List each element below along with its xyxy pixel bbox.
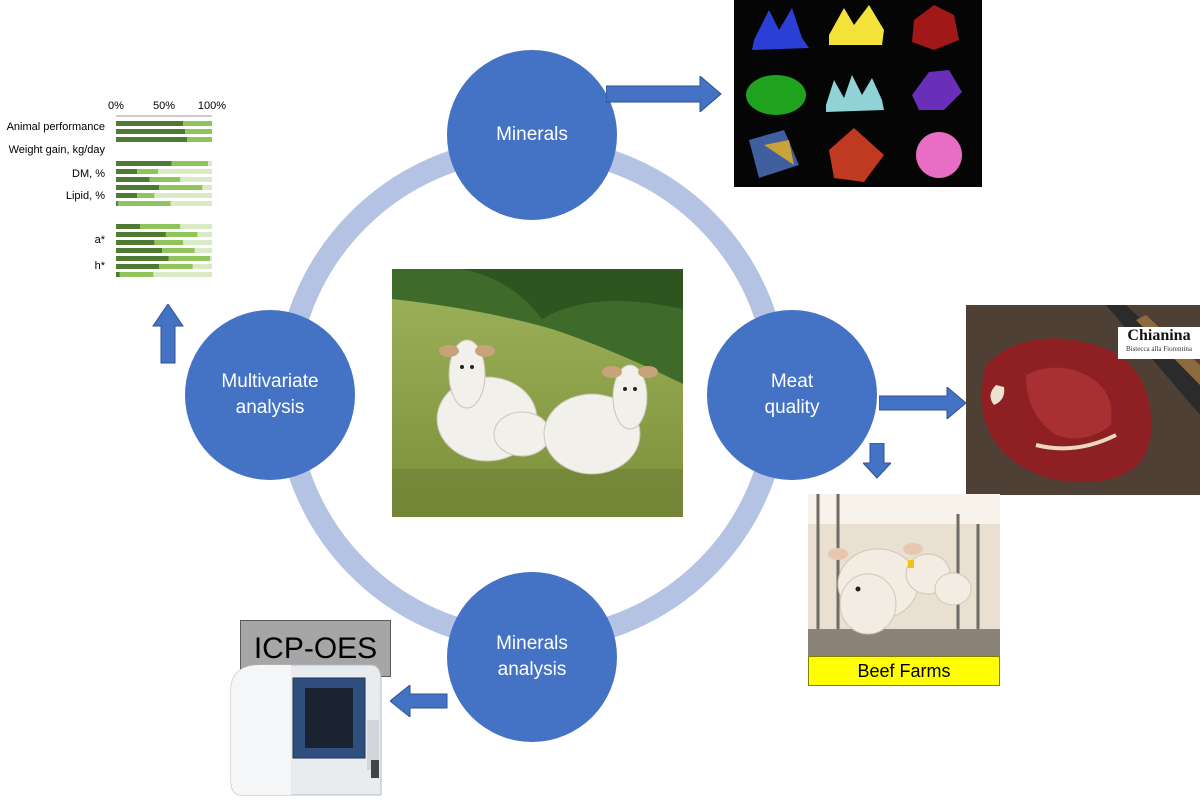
axis-tick-label: 100% [198, 100, 226, 112]
arrow-right-icon [879, 387, 967, 419]
bar-segment [119, 272, 154, 277]
axis-tick-label: 50% [153, 100, 175, 112]
row-label: DM, % [72, 168, 105, 180]
row-label: h* [95, 260, 106, 272]
bar-segment [154, 240, 184, 245]
bar-segment [116, 232, 166, 237]
bar-segment [180, 177, 212, 182]
bar-segment [116, 129, 186, 134]
row-label: Weight gain, kg/day [9, 144, 106, 156]
bar-segment [202, 185, 212, 190]
bar-segment [137, 193, 155, 198]
bar-segment [116, 185, 160, 190]
bar-segment [116, 201, 118, 206]
node-multivariate-analysis: Multivariate analysis [185, 310, 355, 480]
bar-segment [116, 161, 172, 166]
bar-segment [116, 272, 120, 277]
bar-segment [137, 169, 159, 174]
node-minerals-analysis: Minerals analysis [447, 572, 617, 742]
bar-segment [162, 248, 195, 253]
axis-tick-label: 0% [108, 100, 124, 112]
bar-segment [158, 169, 212, 174]
bar-segment [149, 177, 181, 182]
bar-segment [116, 248, 163, 253]
crystal-grid-photo [734, 0, 982, 187]
bar-segment [168, 256, 211, 261]
row-label: Animal performance [7, 121, 105, 133]
bar-segment [159, 264, 193, 269]
bar-segment [185, 129, 212, 134]
beef-farms-label: Beef Farms [808, 656, 1000, 686]
bar-segment [154, 193, 212, 198]
arrow-down-icon [863, 443, 891, 479]
node-meat-quality: Meat quality [707, 310, 877, 480]
node-minerals: Minerals [447, 50, 617, 220]
bar-segment [194, 248, 212, 253]
bar-segment [116, 256, 169, 261]
icp-oes-instrument-photo [221, 660, 391, 802]
bar-segment [183, 240, 212, 245]
bar-segment [187, 137, 212, 142]
row-label: Lipid, % [66, 190, 105, 202]
bar-segment [210, 256, 212, 261]
chianina-logo: Chianina Bistecca alla Fiorentina [1118, 327, 1200, 359]
bar-segment [116, 193, 138, 198]
bar-segment [208, 161, 212, 166]
bar-segment [192, 264, 212, 269]
icp-oes-text: ICP-OES [253, 631, 378, 665]
t-bone-steak-photo: Chianina Bistecca alla Fiorentina [966, 305, 1200, 495]
bar-segment [140, 224, 181, 229]
bar-segment [165, 232, 198, 237]
bar-segment [116, 121, 184, 126]
bar-segment [171, 161, 209, 166]
bar-segment [170, 201, 212, 206]
row-label: a* [95, 234, 106, 246]
bar-segment [197, 232, 212, 237]
bar-segment [116, 240, 155, 245]
arrow-left-icon [390, 685, 448, 717]
bar-segment [159, 185, 203, 190]
bar-segment [116, 169, 138, 174]
arrow-up-icon [152, 304, 184, 364]
bar-segment [116, 264, 160, 269]
bar-segment [183, 121, 212, 126]
bar-segment [153, 272, 212, 277]
bar-segment [180, 224, 212, 229]
bar-segment [117, 201, 171, 206]
bar-segment [116, 137, 188, 142]
arrow-right-icon [606, 76, 722, 112]
bar-segment [116, 177, 150, 182]
bar-segment [116, 224, 140, 229]
cattle-pasture-photo [392, 269, 683, 517]
beef-farms-text: Beef Farms [857, 660, 951, 681]
cattle-barn-photo [808, 494, 1000, 656]
